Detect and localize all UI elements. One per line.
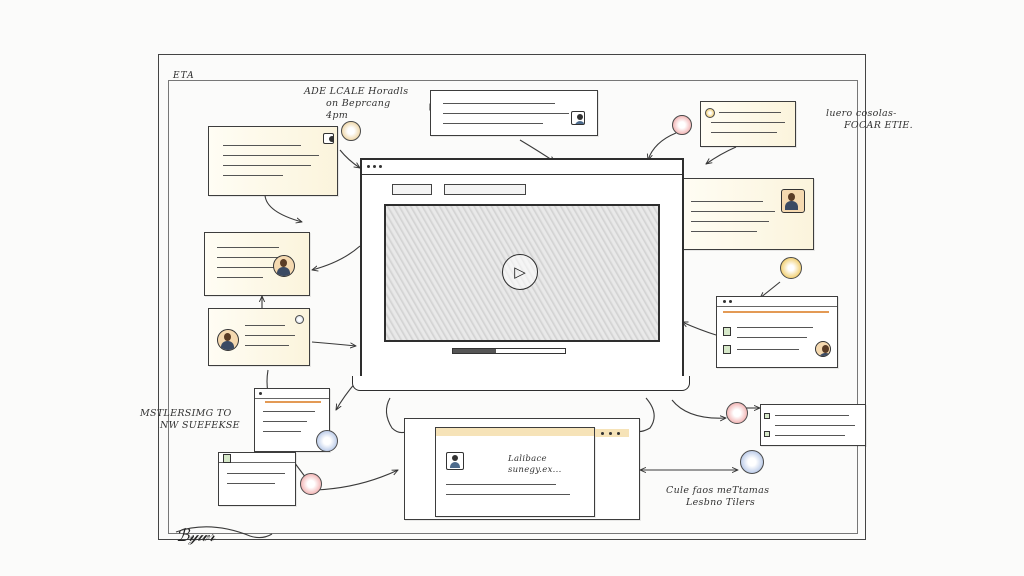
card-right-lower[interactable] (760, 404, 866, 446)
badge-icon (780, 257, 802, 279)
badge-icon (341, 121, 361, 141)
note-top-right: luero cosolas- FOCAR ETIE. (826, 108, 913, 131)
badge-icon (300, 473, 322, 495)
signature: ℬ𝓎𝓌𝓇 (176, 526, 215, 546)
avatar-icon (815, 341, 831, 357)
inner-frame (168, 80, 858, 534)
badge-icon (726, 402, 748, 424)
avatar-icon (571, 111, 585, 125)
frame-label: ETA (173, 71, 195, 81)
card-right-list[interactable] (716, 296, 838, 368)
avatar-icon (273, 255, 295, 277)
card-top-center[interactable] (430, 90, 598, 136)
search-field[interactable] (444, 184, 526, 195)
avatar-icon (446, 452, 464, 470)
progress-fill (453, 349, 496, 353)
comment-text: Lalibace sunegy.ex... (508, 454, 562, 475)
note-left-middle: MSTLERSIMG TO NW SUEFEKSE (140, 408, 240, 431)
monitor-stand (352, 376, 690, 391)
avatar-icon (781, 189, 805, 213)
url-field[interactable] (392, 184, 432, 195)
video-screen[interactable]: ▷ (384, 204, 660, 342)
corner-icon (323, 133, 334, 144)
comment-box[interactable]: Lalibace sunegy.ex... (435, 427, 595, 517)
note-top-left: ADE LCALE Horadls on Beprcang 4pm (304, 86, 409, 121)
video-player-window[interactable]: ▷ (360, 158, 684, 382)
play-icon[interactable]: ▷ (502, 254, 538, 290)
card-left-profile[interactable] (204, 232, 310, 296)
window-titlebar (362, 160, 682, 175)
card-bottom-left[interactable] (218, 452, 296, 506)
badge-icon (316, 430, 338, 452)
card-bottom-center[interactable]: Lalibace sunegy.ex... (404, 418, 640, 520)
card-top-left[interactable] (208, 126, 338, 196)
avatar-icon (217, 329, 239, 351)
video-progress-bar[interactable] (452, 348, 566, 354)
note-bottom-right: Cule faos meTtamas Lesbno Tilers (666, 485, 770, 508)
badge-icon (705, 108, 715, 118)
card-right-profile[interactable] (680, 178, 814, 250)
card-top-right[interactable] (700, 101, 796, 147)
badge-icon (740, 450, 764, 474)
badge-icon (672, 115, 692, 135)
badge-icon (295, 315, 304, 324)
outer-frame (158, 54, 866, 540)
card-left-comment[interactable] (208, 308, 310, 366)
